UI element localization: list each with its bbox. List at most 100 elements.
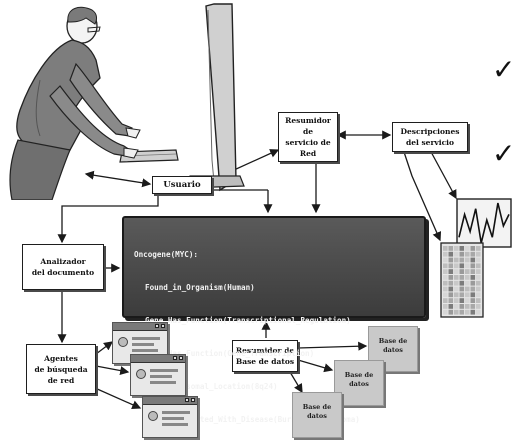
usuario-label: Usuario: [163, 179, 201, 190]
heatmap-cell: [465, 246, 470, 251]
usuario-box: Usuario: [152, 176, 212, 194]
heatmap-cell: [448, 269, 454, 274]
resumidor-servicio-line-2: servicio de Red: [285, 138, 331, 158]
heatmap-cell: [476, 309, 481, 315]
heatmap-cell: [443, 246, 448, 251]
heatmap-cell: [443, 304, 448, 309]
browser-window-icon: [142, 396, 198, 438]
heatmap-cell: [465, 275, 470, 280]
heatmap-cell: [454, 309, 459, 315]
heatmap-cell: [459, 298, 465, 303]
browser-window-icon: [130, 354, 186, 396]
heatmap-cell: [459, 286, 465, 292]
database-label: Base de: [378, 337, 408, 345]
resumidor-servicio-box: Resumidor de servicio de Red: [278, 112, 338, 162]
heatmap-cell: [476, 269, 481, 274]
database-label: datos: [349, 380, 369, 388]
heatmap-cell: [454, 298, 459, 303]
heatmap-cell: [454, 251, 459, 257]
resumidor-bd-line-1: Resumidor de: [235, 346, 295, 355]
heatmap-cell: [443, 263, 448, 269]
agentes-line-3: de red: [47, 375, 75, 385]
heatmap-cell: [459, 309, 465, 315]
heatmap-cell: [470, 280, 476, 286]
resumidor-bd-box: Resumidor de Base de datos: [232, 340, 298, 372]
heatmap-cell: [454, 280, 459, 286]
heatmap-cell: [454, 263, 459, 269]
heatmap-cell: [459, 280, 465, 286]
descripciones-servicio-box: Descripciones del servicio: [392, 122, 468, 152]
heatmap-cell: [470, 246, 476, 251]
query-line: In_Chromosomal_Location(8q24): [145, 382, 278, 391]
heatmap-cell: [465, 286, 470, 292]
database-label: datos: [383, 346, 403, 354]
heatmap-cell: [454, 269, 459, 274]
heatmap-cell: [476, 304, 481, 309]
line-chart-icon: [456, 198, 512, 248]
heatmap-cell: [443, 280, 448, 286]
user-at-computer-icon: [9, 3, 245, 200]
heatmap-cell: [470, 304, 476, 309]
database-card: Base de datos: [368, 326, 418, 372]
heatmap-cell: [454, 304, 459, 309]
heatmap-cell: [448, 292, 454, 298]
heatmap-cell: [465, 263, 470, 269]
arrow-user-usuario: [84, 170, 152, 188]
heatmap-cell: [448, 309, 454, 315]
heatmap-cell: [470, 292, 476, 298]
heatmap-cell: [459, 251, 465, 257]
checkmark-icon: ✓: [492, 137, 512, 170]
heatmap-cell: [476, 286, 481, 292]
heatmap-cell: [465, 304, 470, 309]
heatmap-cell: [459, 246, 465, 251]
heatmap-cell: [443, 251, 448, 257]
heatmap-cell: [459, 263, 465, 269]
heatmap-cell: [470, 286, 476, 292]
heatmap-cell: [454, 292, 459, 298]
heatmap-cell: [470, 269, 476, 274]
heatmap-cell: [476, 257, 481, 263]
heatmap-cell: [448, 251, 454, 257]
descripciones-line-1: Descripciones: [400, 127, 460, 136]
heatmap-cell: [443, 275, 448, 280]
query-line: Gene_Has_Function(Transcriptional_Regula…: [145, 316, 351, 325]
checkmark-icon: ✓: [492, 53, 512, 86]
heatmap-cell: [476, 263, 481, 269]
heatmap-cell: [476, 280, 481, 286]
heatmap-cell: [454, 275, 459, 280]
chart-series-line: [458, 202, 510, 244]
heatmap-cell: [470, 263, 476, 269]
heatmap-cell: [465, 251, 470, 257]
heatmap-cell: [443, 269, 448, 274]
heatmap-cell: [470, 298, 476, 303]
heatmap-cell: [470, 257, 476, 263]
heatmap-cell: [459, 304, 465, 309]
resumidor-bd-line-2: Base de datos: [235, 357, 295, 366]
heatmap-cell: [465, 298, 470, 303]
database-label: Base de: [344, 371, 374, 379]
query-line: Found_in_Organism(Human): [145, 283, 255, 292]
heatmap-grid-icon: [440, 242, 484, 318]
heatmap-cell: [448, 286, 454, 292]
heatmap-cell: [459, 275, 465, 280]
heatmap-cell: [470, 309, 476, 315]
analizador-line-2: del documento: [31, 268, 95, 277]
database-card: Base de datos: [292, 392, 342, 438]
heatmap-cell: [476, 292, 481, 298]
query-line: Gene_Has_Function(Gene_Transcription): [145, 349, 315, 358]
heatmap-cell: [459, 292, 465, 298]
analizador-line-1: Analizador: [40, 257, 86, 266]
heatmap-cell: [454, 257, 459, 263]
heatmap-cell: [459, 269, 465, 274]
arrow-usuario-analizador: [57, 192, 159, 244]
heatmap-cell: [459, 257, 465, 263]
heatmap-cell: [454, 246, 459, 251]
agentes-line-1: Agentes: [44, 353, 78, 363]
oncogene-query-panel: Oncogene(MYC): Found_in_Organism(Human) …: [122, 216, 426, 424]
heatmap-cell: [465, 280, 470, 286]
heatmap-cell: [443, 309, 448, 315]
database-label: Base de: [302, 403, 332, 411]
descripciones-line-2: del servicio: [405, 138, 455, 147]
heatmap-cell: [465, 269, 470, 274]
